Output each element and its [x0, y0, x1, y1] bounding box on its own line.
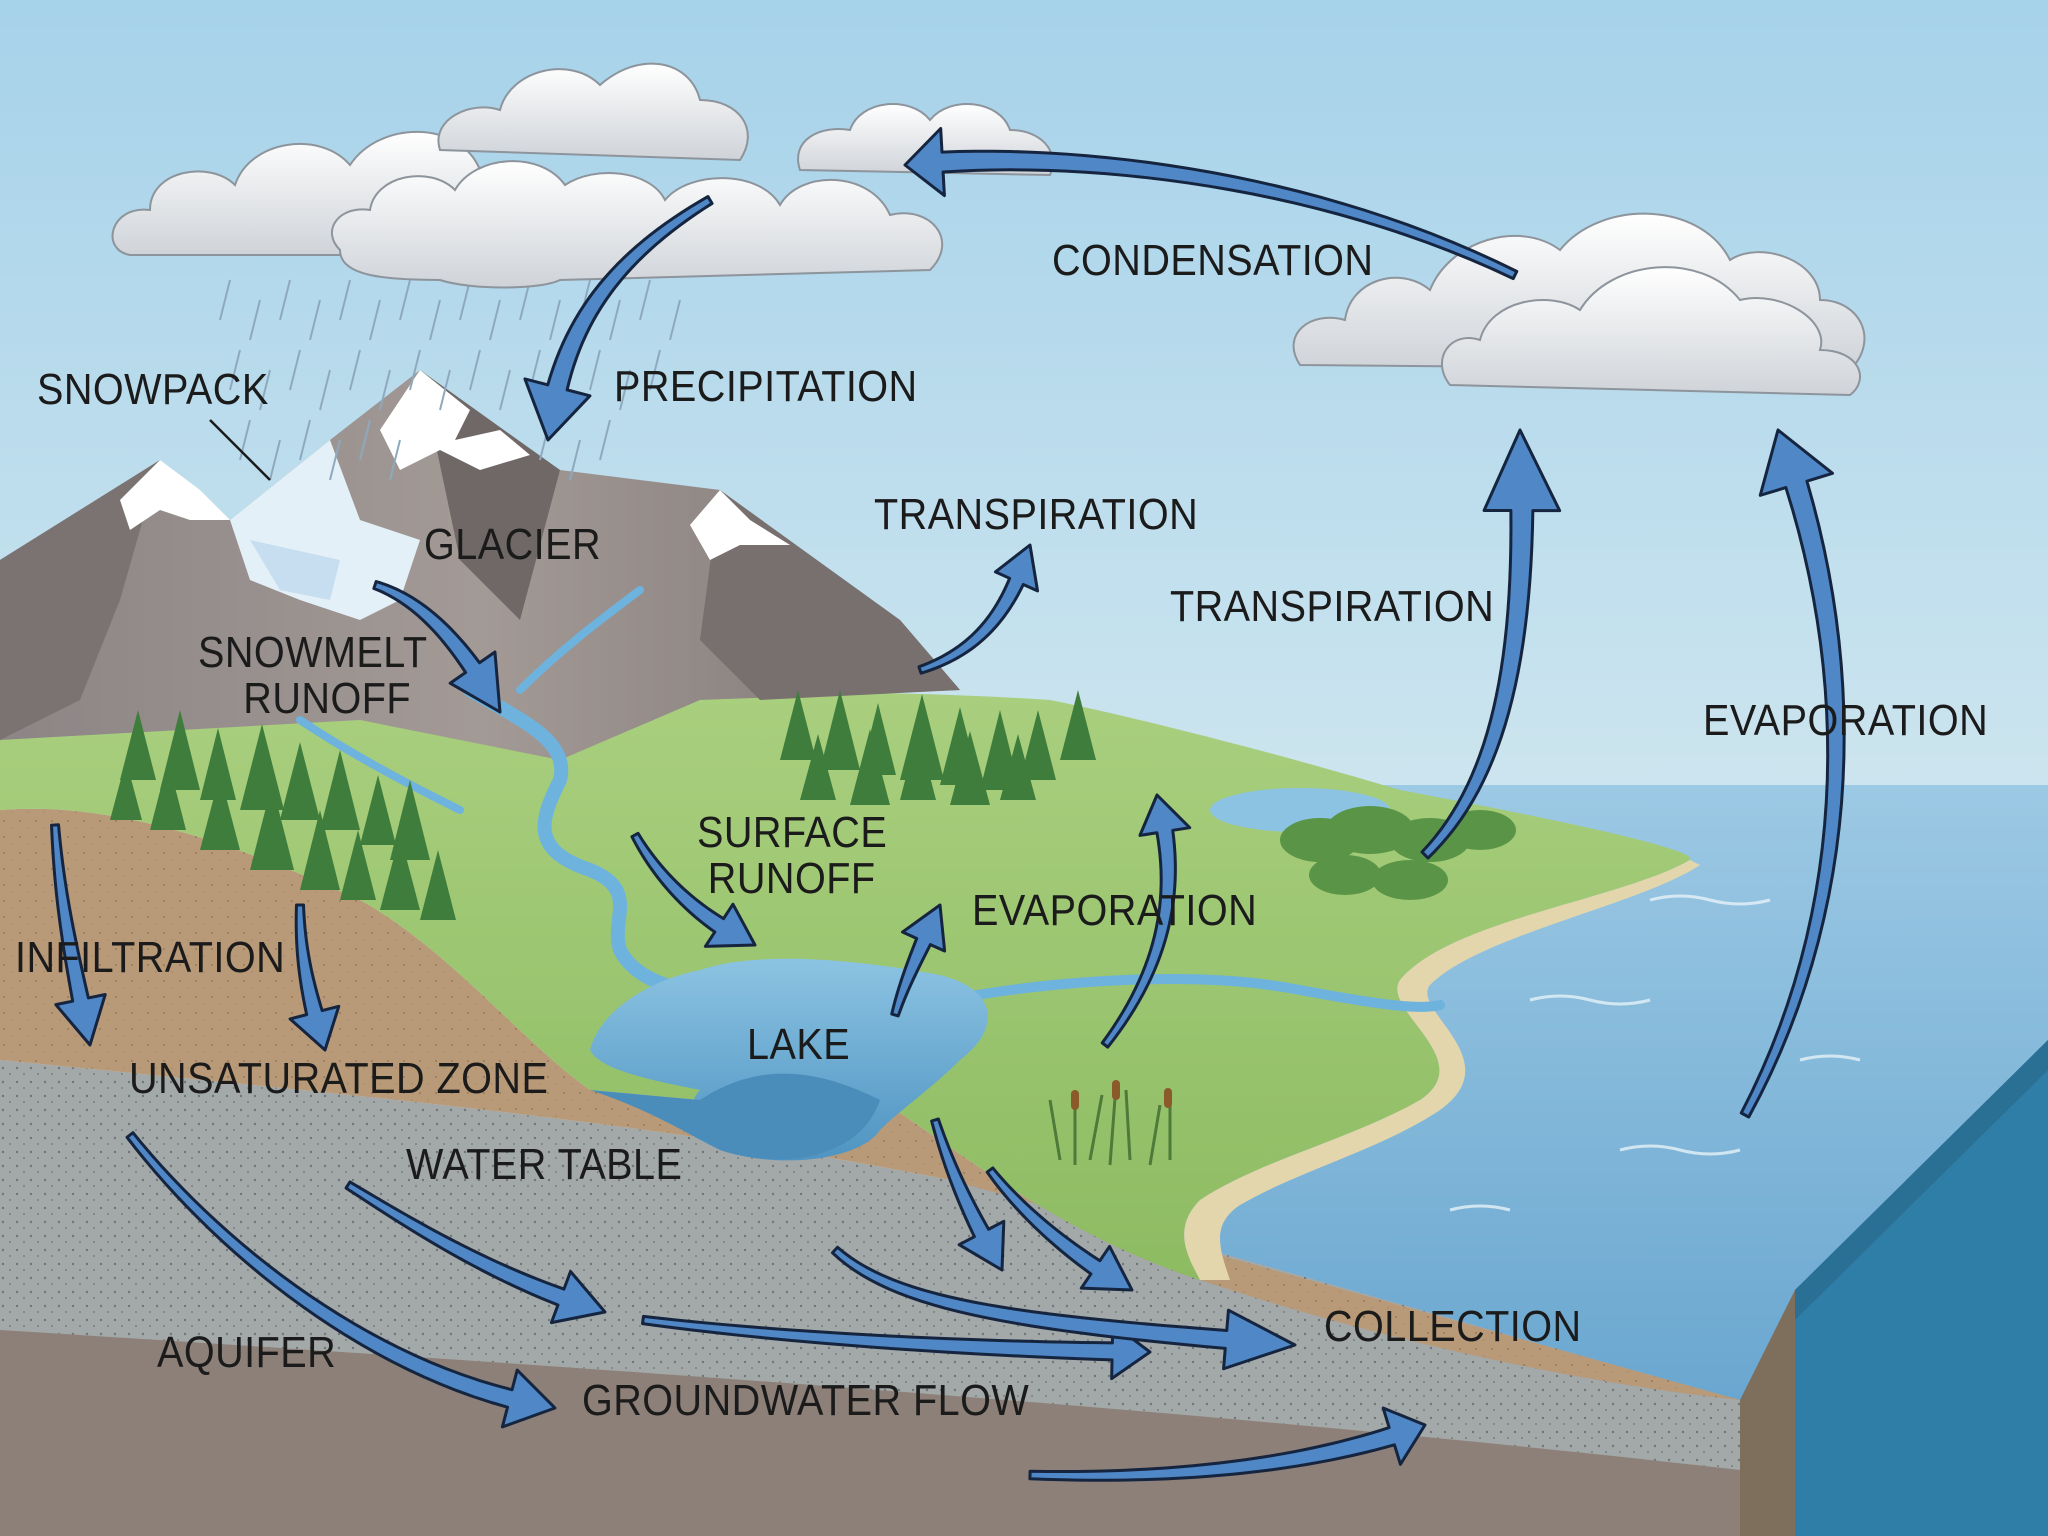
label-condensation: CONDENSATION — [1052, 238, 1373, 284]
label-collection: COLLECTION — [1324, 1304, 1582, 1350]
label-snowmelt-runoff: SNOWMELT RUNOFF — [198, 630, 427, 722]
label-snowmelt-runoff-line2: RUNOFF — [198, 676, 427, 722]
label-snowmelt-runoff-line1: SNOWMELT — [198, 630, 427, 676]
label-evaporation-ocean: EVAPORATION — [1703, 698, 1988, 744]
label-aquifer: AQUIFER — [157, 1330, 336, 1376]
label-unsaturated-zone: UNSATURATED ZONE — [129, 1056, 548, 1102]
label-evaporation-lake: EVAPORATION — [972, 888, 1257, 934]
label-transpiration-forest: TRANSPIRATION — [874, 492, 1198, 538]
label-transpiration-wetland: TRANSPIRATION — [1170, 584, 1494, 630]
label-surface-runoff-line2: RUNOFF — [697, 856, 887, 902]
label-surface-runoff: SURFACE RUNOFF — [697, 810, 887, 902]
label-lake: LAKE — [747, 1022, 850, 1068]
label-glacier: GLACIER — [424, 522, 601, 568]
label-snowpack: SNOWPACK — [37, 367, 269, 413]
label-water-table: WATER TABLE — [406, 1142, 682, 1188]
label-groundwater-flow: GROUNDWATER FLOW — [582, 1378, 1029, 1424]
label-infiltration: INFILTRATION — [15, 935, 285, 981]
label-surface-runoff-line1: SURFACE — [697, 810, 887, 856]
label-precipitation: PRECIPITATION — [614, 364, 918, 410]
